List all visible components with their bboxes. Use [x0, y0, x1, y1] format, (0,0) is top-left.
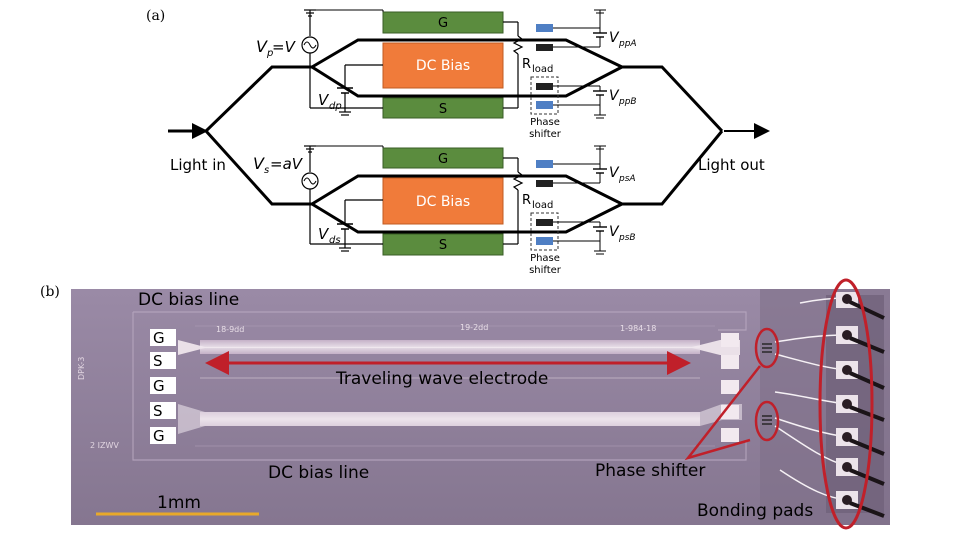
bottom-source-rhs: =aV [270, 155, 304, 173]
top-vppb-sub: ppB [618, 97, 637, 107]
top-s-label: S [439, 102, 447, 117]
pad-s2 [150, 402, 176, 419]
bottom-phase-shifter-l1: Phase [530, 253, 560, 264]
bottom-bias-v-sub: ds [329, 235, 341, 246]
right-pad-2 [721, 355, 739, 369]
panel-a-label: (a) [146, 8, 165, 24]
pad-s1 [150, 352, 176, 369]
bottom-load-resistor-icon [512, 171, 524, 191]
chip-marking-5: 1-984-18 [620, 324, 656, 333]
top-bias-v-sub: dp [329, 101, 342, 112]
chip-marking-3: 18-9dd [216, 325, 244, 334]
bottom-vpsb-main: V [609, 224, 620, 240]
pad-label-1: S [153, 352, 163, 370]
phase-shifter-circle-top [754, 327, 780, 369]
top-phase-shifter-l2: shifter [529, 129, 562, 140]
top-dc-bias-label: DC Bias [416, 58, 470, 74]
top-phase-pad-b-black [536, 83, 553, 90]
bottom-vpsb-sub: psB [618, 233, 636, 243]
top-load-resistor-icon [512, 35, 524, 55]
top-mzm-lower-arm [311, 65, 623, 98]
bottom-mzm: G DC Bias S V s =aV V [253, 145, 636, 276]
dc-bias-line-trace [132, 311, 747, 461]
panel-b-label: (b) [40, 284, 60, 300]
bottom-mzm-upper-arm [311, 174, 623, 206]
bottom-source-v: V [253, 154, 265, 173]
top-mzm-upper-arm [311, 38, 623, 69]
outer-combiner-waveguide [622, 65, 724, 206]
bottom-phase-pad-a-blue [536, 160, 553, 168]
bottom-mzm-lower-arm [311, 202, 623, 234]
chip-marking-1: DPK-3 [77, 357, 86, 380]
pad-label-0: G [153, 329, 165, 347]
bottom-rload-main: R [522, 193, 531, 208]
dc-bias-line-bottom-label: DC bias line [268, 463, 369, 483]
bottom-phase-pad-b-black [536, 219, 553, 226]
right-pad-3 [721, 380, 739, 394]
pad-label-4: G [153, 427, 165, 445]
top-rload-main: R [522, 57, 531, 72]
bottom-phase-pad-b-blue [536, 237, 553, 245]
top-bias-v: V [318, 91, 330, 109]
top-phase-shifter-l1: Phase [530, 117, 560, 128]
pad-label-2: G [153, 377, 165, 395]
top-phase-pad-b-blue [536, 101, 553, 109]
phase-shifter-label: Phase shifter [595, 461, 705, 481]
bottom-source-v-sub: s [264, 165, 269, 176]
bottom-dc-bias-block [382, 177, 504, 225]
panel-b: (b) G S G S G 18-9dd 19-2dd 1-98 [40, 278, 890, 530]
top-phase-pad-a-black [536, 44, 553, 51]
bottom-s-label: S [439, 238, 447, 253]
right-pad-1 [721, 333, 739, 347]
scale-bar-label: 1mm [157, 493, 201, 513]
top-vppa-main: V [609, 30, 620, 46]
pad-g1 [150, 329, 176, 346]
bottom-dc-bias-label: DC Bias [416, 194, 470, 210]
bottom-phase-shifter-l2: shifter [529, 265, 562, 276]
top-source-rhs: =V [272, 38, 297, 56]
panel-a: (a) Light in Light out G DC Bias S [146, 8, 770, 276]
phase-shifter-pointer [684, 365, 761, 461]
bottom-g-label: G [438, 152, 448, 167]
pad-g2 [150, 377, 176, 394]
top-rload-sub: load [532, 64, 553, 75]
light-out-label: Light out [698, 156, 765, 174]
phase-shifter-circle-bottom [754, 400, 780, 442]
top-phase-shifter-box [530, 76, 559, 115]
chip-photo [71, 289, 890, 525]
dc-bias-line-top-label: DC bias line [138, 290, 239, 310]
top-mzm: G DC Bias S V p =V [256, 9, 637, 140]
chip-marking-2: 2 IZWV [90, 441, 119, 450]
top-source-v: V [256, 37, 268, 56]
bottom-phase-shifter-box [530, 212, 559, 251]
pad-label-3: S [153, 402, 163, 420]
bonding-pads-circle [818, 278, 874, 530]
bottom-rload-sub: load [532, 200, 553, 211]
bottom-phase-pad-a-black [536, 180, 553, 187]
top-g-label: G [438, 16, 448, 31]
right-pad-5 [721, 428, 739, 442]
phase-shifter-gratings [762, 343, 772, 425]
outer-splitter-waveguide [204, 65, 312, 206]
light-in-label: Light in [170, 156, 226, 174]
bottom-vpsa-main: V [609, 165, 620, 181]
traveling-wave-label: Traveling wave electrode [335, 369, 548, 389]
bottom-vpsa-sub: psA [618, 174, 636, 184]
bottom-bias-v: V [318, 225, 330, 243]
bonding-pads [836, 292, 885, 518]
bonding-pads-label: Bonding pads [697, 501, 813, 521]
top-phase-pad-a-blue [536, 24, 553, 32]
top-source-v-sub: p [266, 48, 273, 59]
top-vppb-main: V [609, 88, 620, 104]
top-vppa-sub: ppA [618, 39, 637, 49]
pad-g3 [150, 427, 176, 444]
chip-marking-4: 19-2dd [460, 323, 488, 332]
